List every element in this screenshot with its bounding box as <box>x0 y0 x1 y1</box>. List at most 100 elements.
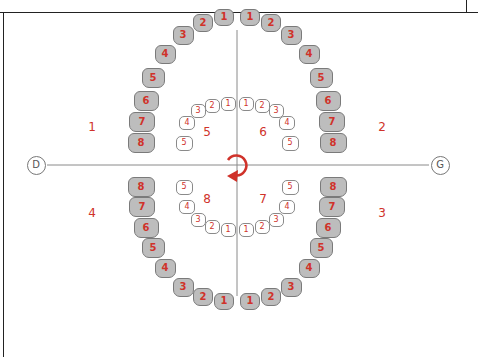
tooth-number: 1 <box>225 226 230 234</box>
tooth-number: 3 <box>288 30 295 40</box>
tooth-number: 2 <box>259 102 264 110</box>
tooth-number: 5 <box>287 139 292 147</box>
tooth-number: 1 <box>247 296 254 306</box>
permanent-tooth: 7 <box>129 112 155 132</box>
frame-line <box>0 12 478 13</box>
quadrant-number: 8 <box>203 193 211 205</box>
primary-tooth: 2 <box>205 99 220 113</box>
tooth-number: 6 <box>143 223 150 233</box>
primary-tooth: 5 <box>176 180 193 195</box>
quadrant-number: 6 <box>259 126 267 138</box>
tooth-number: 2 <box>200 18 207 28</box>
primary-tooth: 4 <box>179 116 195 130</box>
permanent-tooth: 1 <box>240 9 260 26</box>
primary-tooth: 5 <box>282 180 299 195</box>
primary-tooth: 1 <box>239 97 254 111</box>
rotation-arrowhead <box>227 170 238 182</box>
permanent-tooth: 6 <box>316 218 341 238</box>
permanent-tooth: 7 <box>129 197 155 217</box>
tooth-number: 4 <box>284 203 289 211</box>
primary-tooth: 3 <box>191 213 206 227</box>
tooth-number: 2 <box>200 292 207 302</box>
tooth-number: 3 <box>180 30 187 40</box>
permanent-tooth: 2 <box>261 288 281 306</box>
side-marker: G <box>431 156 450 175</box>
tooth-number: 1 <box>221 296 228 306</box>
tooth-number: 8 <box>330 182 337 192</box>
quadrant-number: 3 <box>378 207 386 219</box>
quadrant-number: 5 <box>203 126 211 138</box>
permanent-tooth: 6 <box>134 218 159 238</box>
permanent-tooth: 6 <box>134 91 159 111</box>
tooth-number: 1 <box>225 100 230 108</box>
permanent-tooth: 7 <box>319 112 345 132</box>
permanent-tooth: 2 <box>261 14 281 32</box>
permanent-tooth: 2 <box>193 288 213 306</box>
quadrant-number: 4 <box>88 207 96 219</box>
tooth-number: 4 <box>162 49 169 59</box>
tooth-number: 2 <box>209 102 214 110</box>
permanent-tooth: 8 <box>320 133 347 153</box>
primary-tooth: 4 <box>279 200 295 214</box>
side-marker: D <box>27 156 46 175</box>
frame-line <box>3 12 4 357</box>
tooth-number: 2 <box>268 18 275 28</box>
permanent-tooth: 4 <box>299 259 320 278</box>
primary-tooth: 1 <box>221 97 236 111</box>
tooth-number: 3 <box>195 216 200 224</box>
permanent-tooth: 7 <box>319 197 345 217</box>
tooth-number: 5 <box>318 243 325 253</box>
quadrant-number: 2 <box>378 121 386 133</box>
midline-horizontal <box>47 165 429 166</box>
tooth-number: 3 <box>195 107 200 115</box>
tooth-number: 4 <box>184 119 189 127</box>
midline-vertical <box>237 30 238 296</box>
tooth-number: 3 <box>273 107 278 115</box>
tooth-number: 8 <box>330 138 337 148</box>
primary-tooth: 4 <box>179 200 195 214</box>
permanent-tooth: 5 <box>142 68 165 88</box>
permanent-tooth: 4 <box>155 259 176 278</box>
frame-line <box>466 0 467 12</box>
tooth-number: 7 <box>139 117 146 127</box>
tooth-number: 5 <box>287 183 292 191</box>
tooth-number: 1 <box>243 226 248 234</box>
permanent-tooth: 6 <box>316 91 341 111</box>
tooth-number: 8 <box>138 138 145 148</box>
tooth-number: 3 <box>180 282 187 292</box>
tooth-number: 5 <box>150 243 157 253</box>
tooth-number: 7 <box>139 202 146 212</box>
permanent-tooth: 2 <box>193 14 213 32</box>
permanent-tooth: 3 <box>281 26 302 45</box>
permanent-tooth: 4 <box>299 45 320 64</box>
primary-tooth: 1 <box>239 223 254 237</box>
permanent-tooth: 5 <box>142 238 165 258</box>
tooth-number: 2 <box>259 223 264 231</box>
permanent-tooth: 8 <box>320 177 347 197</box>
quadrant-number: 7 <box>259 193 267 205</box>
primary-tooth: 2 <box>205 220 220 234</box>
primary-tooth: 3 <box>269 213 284 227</box>
tooth-number: 5 <box>181 183 186 191</box>
primary-tooth: 2 <box>255 99 270 113</box>
tooth-number: 6 <box>325 96 332 106</box>
tooth-number: 2 <box>268 292 275 302</box>
tooth-number: 4 <box>306 263 313 273</box>
permanent-tooth: 1 <box>214 293 234 310</box>
tooth-number: 1 <box>243 100 248 108</box>
tooth-number: 4 <box>306 49 313 59</box>
tooth-number: 7 <box>329 202 336 212</box>
primary-tooth: 2 <box>255 220 270 234</box>
tooth-number: 6 <box>325 223 332 233</box>
primary-tooth: 3 <box>191 104 206 118</box>
tooth-number: 7 <box>329 117 336 127</box>
permanent-tooth: 5 <box>310 238 333 258</box>
tooth-number: 3 <box>273 216 278 224</box>
quadrant-number: 1 <box>88 121 96 133</box>
permanent-tooth: 8 <box>128 177 155 197</box>
permanent-tooth: 3 <box>281 278 302 297</box>
tooth-number: 2 <box>209 223 214 231</box>
permanent-tooth: 1 <box>240 293 260 310</box>
tooth-number: 1 <box>247 12 254 22</box>
